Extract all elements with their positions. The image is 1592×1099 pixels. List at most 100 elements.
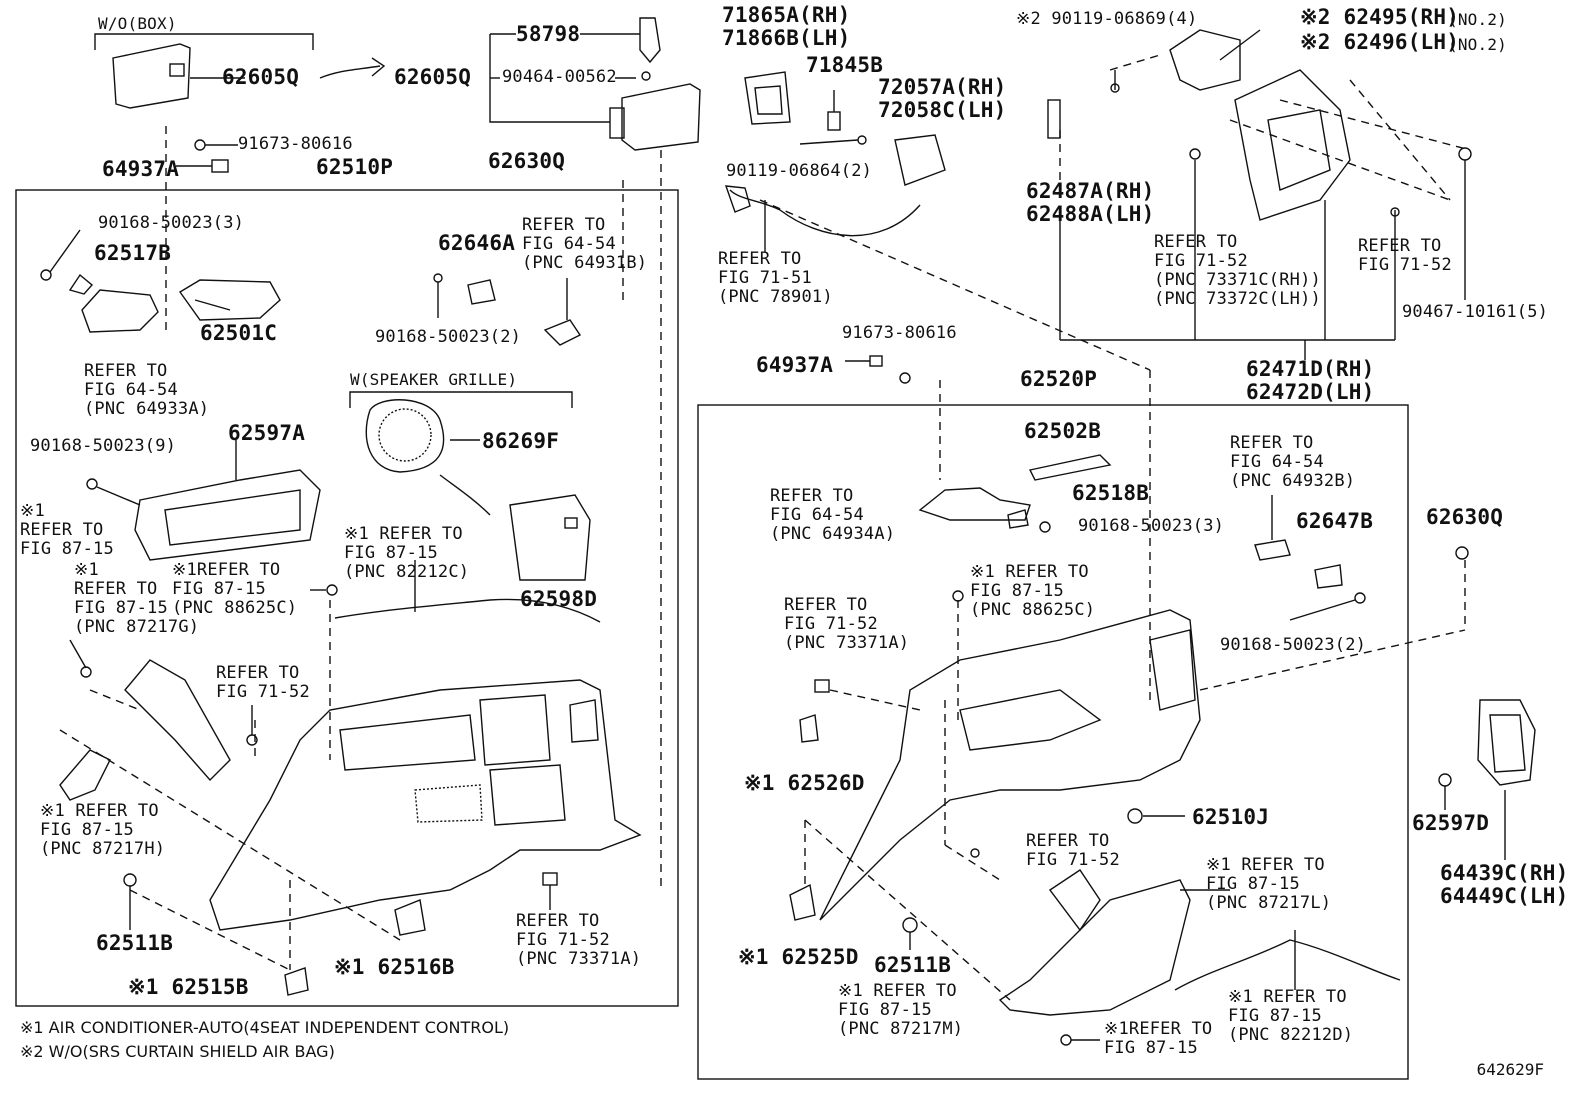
label-62501c: 62501C — [200, 321, 278, 345]
part-64932b — [1254, 539, 1291, 561]
harness-82212c — [334, 598, 601, 623]
left-group-frame — [15, 189, 679, 1007]
trim-62520p — [819, 609, 1201, 921]
label-62517b: 62517B — [94, 241, 172, 265]
label-62502b: 62502B — [1024, 419, 1102, 443]
label-ref-64-54-c: REFER TO FIG 64-54 (PNC 64934A) — [770, 486, 896, 544]
label-ref-87-15-h: ※1REFER TO FIG 87-15 — [1104, 1019, 1213, 1058]
grille-62516b — [394, 899, 426, 936]
label-ref-87-15-b: ※1 REFER TO FIG 87-15 (PNC 87217G) — [74, 560, 200, 637]
part-64931b — [543, 319, 582, 346]
footnote-1: ※1 AIR CONDITIONER-AUTO(4SEAT INDEPENDEN… — [20, 1018, 510, 1037]
cable-78901 — [729, 189, 921, 237]
label-62515b: ※1 62515B — [128, 975, 249, 999]
box-62597a — [134, 469, 321, 561]
label-90119-06869-4: ※2 90119-06869(4) — [1016, 9, 1198, 29]
label-ref-87-15-d: ※1 REFER TO FIG 87-15 (PNC 82212C) — [344, 524, 470, 582]
label-90168-50023-2b: 90168-50023(2) — [1220, 635, 1367, 655]
label-ref-71-52-e: REFER TO FIG 71-52 (PNC 73371C(RH)) (PNC… — [1154, 232, 1321, 309]
label-ref-64-54-d: REFER TO FIG 64-54 (PNC 64932B) — [1230, 433, 1356, 491]
label-ref-87-15-a: ※1 REFER TO FIG 87-15 — [20, 501, 114, 559]
cover-62502b — [1028, 454, 1112, 481]
grille-62526d — [799, 714, 819, 743]
lock-72057a — [894, 134, 946, 186]
label-62495: ※2 62495(RH) — [1300, 5, 1460, 29]
label-ref-71-52-a: REFER TO FIG 71-52 — [216, 663, 310, 702]
label-62647b: 62647B — [1296, 509, 1374, 533]
lid-62605q-a — [112, 43, 191, 109]
bracket-62495 — [1169, 29, 1241, 91]
label-62526d: ※1 62526D — [744, 771, 865, 795]
footnote-2: ※2 W/O(SRS CURTAIN SHIELD AIR BAG) — [20, 1042, 335, 1061]
label-ref-64-54-b: REFER TO FIG 64-54 (PNC 64931B) — [522, 215, 648, 273]
label-62597a: 62597A — [228, 421, 306, 445]
label-62630q-a: 62630Q — [488, 149, 566, 173]
lid-62605q-b — [621, 83, 701, 151]
label-58798: 58798 — [516, 22, 581, 46]
label-86269f: 86269F — [482, 429, 560, 453]
bracket-64934a — [918, 487, 1031, 521]
speaker-bracket — [349, 391, 573, 408]
duct-87217g — [124, 659, 231, 782]
duct-87217m — [998, 879, 1191, 1016]
label-62605q-b: 62605Q — [394, 65, 472, 89]
label-62597d: 62597D — [1412, 811, 1490, 835]
label-62511b-a: 62511B — [96, 931, 174, 955]
label-ref-71-51: REFER TO FIG 71-51 (PNC 78901) — [718, 249, 833, 307]
label-ref-87-15-g: ※1 REFER TO FIG 87-15 (PNC 87217M) — [838, 981, 964, 1039]
label-62520p: 62520P — [1020, 367, 1098, 391]
label-90168-50023-2a: 90168-50023(2) — [375, 327, 522, 347]
grille-62515b — [284, 967, 309, 996]
speaker-grille-86269f — [365, 399, 445, 473]
bracket-62517b-area — [81, 289, 159, 333]
label-62471d: 62471D(RH) 62472D(LH) — [1246, 357, 1375, 404]
box-64439c — [1477, 699, 1536, 786]
label-90467-10161-5: 90467-10161(5) — [1402, 302, 1549, 322]
label-62630q-b: 62630Q — [1426, 505, 1504, 529]
label-90464-00562: 90464-00562 — [502, 67, 617, 87]
label-ref-64-54-a: REFER TO FIG 64-54 (PNC 64933A) — [84, 361, 210, 419]
label-62496: ※2 62496(LH) — [1300, 30, 1460, 54]
label-ref-87-15-j: ※1 REFER TO FIG 87-15 (PNC 82212D) — [1228, 987, 1354, 1045]
right-group-frame — [697, 404, 1409, 1080]
label-62511b-b: 62511B — [874, 953, 952, 977]
label-62510j: 62510J — [1192, 805, 1270, 829]
label-64439c: 64439C(RH) 64449C(LH) — [1440, 861, 1569, 908]
label-no2-a: (NO.2) — [1448, 10, 1507, 29]
cover-62598d — [509, 494, 591, 581]
label-ref-87-15-f: ※1 REFER TO FIG 87-15 (PNC 88625C) — [970, 562, 1096, 620]
duct-87217h — [59, 749, 111, 801]
part-62487a — [1047, 99, 1061, 139]
label-ref-71-52-d: REFER TO FIG 71-52 — [1026, 831, 1120, 870]
figure-code: 642629F — [1476, 1060, 1544, 1079]
trim-62510p — [209, 679, 642, 931]
label-no2-b: (NO.2) — [1448, 35, 1507, 54]
label-62516b: ※1 62516B — [334, 955, 455, 979]
label-71865a: 71865A(RH) 71866B(LH) — [722, 3, 851, 50]
label-90168-50023-3a: 90168-50023(3) — [98, 213, 245, 233]
label-62510p: 62510P — [316, 155, 394, 179]
label-62487a: 62487A(RH) 62488A(LH) — [1026, 179, 1155, 226]
label-62598d: 62598D — [520, 587, 598, 611]
label-64937a-a: 64937A — [102, 157, 180, 181]
part-71865a — [744, 71, 791, 125]
label-90168-50023-9: 90168-50023(9) — [30, 436, 177, 456]
label-ref-71-52-f: REFER TO FIG 71-52 — [1358, 236, 1452, 275]
label-w-speaker-grille: W(SPEAKER GRILLE) — [350, 370, 518, 389]
label-72057a: 72057A(RH) 72058C(LH) — [878, 75, 1007, 122]
grille-62525d — [789, 883, 816, 921]
label-64937a-b: 64937A — [756, 353, 834, 377]
label-62518b: 62518B — [1072, 481, 1150, 505]
trim-62471d — [1234, 69, 1351, 221]
label-91673-80616-b: 91673-80616 — [842, 323, 957, 343]
label-ref-71-52-c: REFER TO FIG 71-52 (PNC 73371A) — [784, 595, 910, 653]
cover-62501c — [178, 279, 281, 321]
harness-82212d — [1174, 939, 1401, 991]
label-ref-87-15-i: ※1 REFER TO FIG 87-15 (PNC 87217L) — [1206, 855, 1332, 913]
label-wo-box: W/O(BOX) — [98, 14, 177, 33]
part-62646a — [467, 279, 496, 305]
label-90119-06864-2: 90119-06864(2) — [726, 161, 873, 181]
label-62525d: ※1 62525D — [738, 945, 859, 969]
